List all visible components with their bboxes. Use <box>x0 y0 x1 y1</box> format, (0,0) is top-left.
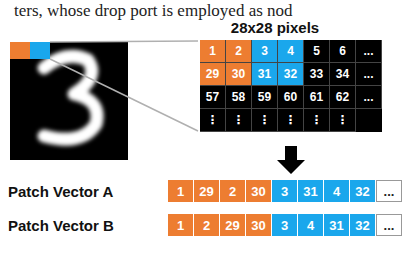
pixel-cell: 33 <box>304 63 330 86</box>
pixel-grid <box>200 40 382 132</box>
pixel-cell: 6 <box>330 40 356 63</box>
vector-cell: 31 <box>298 180 324 202</box>
pixel-cell: 29 <box>200 63 226 86</box>
pixel-cell: ⋮ <box>226 109 252 132</box>
vector-cell: 32 <box>350 214 376 236</box>
vector-cell: 4 <box>324 180 350 202</box>
pixel-cell: ... <box>356 63 382 86</box>
vector-cell: 2 <box>220 180 246 202</box>
vector-cell: 1 <box>168 214 194 236</box>
pixel-cell: ... <box>356 40 382 63</box>
down-arrow <box>277 146 305 174</box>
vector-cell: 1 <box>168 180 194 202</box>
pixel-cell: ⋮ <box>330 109 356 132</box>
vector-cell: 3 <box>272 180 298 202</box>
pixel-cell: 30 <box>226 63 252 86</box>
pixel-cell: 60 <box>278 86 304 109</box>
pixel-cell: 59 <box>252 86 278 109</box>
vector-cell: ... <box>376 214 402 236</box>
vector-cell: 29 <box>220 214 246 236</box>
pixel-cell: 61 <box>304 86 330 109</box>
zoom-line <box>50 59 198 131</box>
pixel-cell: 58 <box>226 86 252 109</box>
pixel-cell: 31 <box>252 63 278 86</box>
grid-title: 28x28 pixels <box>200 16 350 38</box>
pixel-cell: 5 <box>304 40 330 63</box>
pixel-cell: 2 <box>226 40 252 63</box>
vector-cell: 4 <box>298 214 324 236</box>
vector-cell: 29 <box>194 180 220 202</box>
vector-cell: 31 <box>324 214 350 236</box>
vector-cell: 30 <box>246 214 272 236</box>
vector-cell: 30 <box>246 180 272 202</box>
pixel-cell: ⋮ <box>200 109 226 132</box>
vector-label: Patch Vector B <box>8 213 164 237</box>
pixel-cell: ⋮ <box>252 109 278 132</box>
zoom-line <box>50 41 198 42</box>
pixel-cell: 57 <box>200 86 226 109</box>
vector-cell: 2 <box>194 214 220 236</box>
pixel-cell: 32 <box>278 63 304 86</box>
vector-cell: ... <box>376 180 402 202</box>
pixel-cell: ... <box>356 86 382 109</box>
pixel-cell: 34 <box>330 63 356 86</box>
header-text: ters, whose drop port is employed as nod <box>14 0 406 22</box>
pixel-cell: 4 <box>278 40 304 63</box>
orange-patch <box>10 42 30 59</box>
pixel-cell: 62 <box>330 86 356 109</box>
vector-cell: 3 <box>272 214 298 236</box>
vector-label: Patch Vector A <box>8 179 164 203</box>
mnist-image <box>10 42 128 160</box>
vector-cell: 32 <box>350 180 376 202</box>
pixel-cell: ⋮ <box>304 109 330 132</box>
pixel-cell: 1 <box>200 40 226 63</box>
pixel-cell: ⋮ <box>278 109 304 132</box>
blue-patch <box>30 42 50 59</box>
pixel-cell: 3 <box>252 40 278 63</box>
